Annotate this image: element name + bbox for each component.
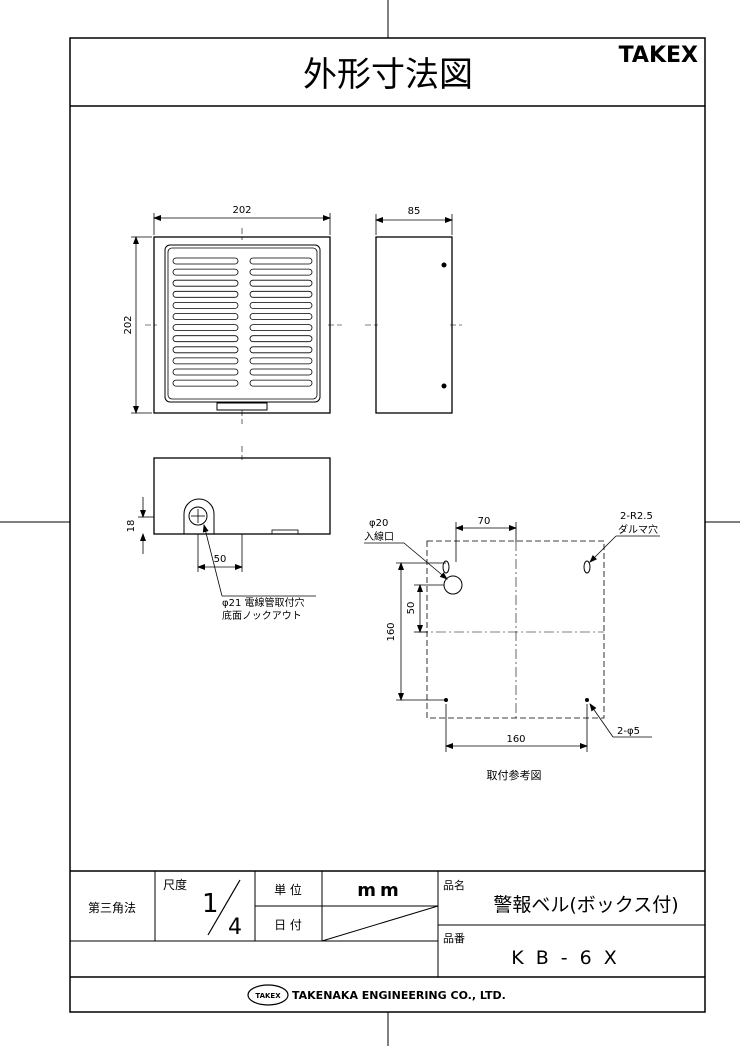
louver-slat xyxy=(172,257,239,265)
louver-slat xyxy=(249,279,313,287)
louver-slat xyxy=(249,368,313,376)
louver-slat xyxy=(249,257,313,265)
unit-value: mm xyxy=(357,880,403,901)
knockout-label: φ21 電線管取付穴 xyxy=(222,596,305,609)
product-number: KB-6X xyxy=(511,947,628,969)
dim-inlet-offset: 70 xyxy=(478,516,491,527)
scale-numerator: 1 xyxy=(202,889,219,919)
title-block xyxy=(70,870,705,978)
drawing-title: 外形寸法図 xyxy=(303,55,473,95)
louver-slat xyxy=(172,279,239,287)
projection-method: 第三角法 xyxy=(88,901,136,915)
louver-slat xyxy=(249,357,313,365)
louver-slat xyxy=(172,268,239,276)
dim-front-height: 202 xyxy=(123,315,134,334)
date-label: 日 付 xyxy=(274,918,302,932)
louver-slat xyxy=(172,368,239,376)
slot-spec: 2-R2.5 xyxy=(620,511,653,522)
louver-slat xyxy=(249,301,313,309)
front-view: 202 202 xyxy=(123,205,342,424)
louver-slat xyxy=(249,290,313,298)
bottom-view: 18 50 φ21 電線管取付穴 底面ノックアウト xyxy=(126,446,331,622)
inlet-label: 入線口 xyxy=(364,530,394,543)
hole-spec: 2-φ5 xyxy=(617,726,640,737)
dim-side-depth: 85 xyxy=(408,206,421,217)
louver-slat xyxy=(249,324,313,332)
product-number-label: 品番 xyxy=(443,932,465,945)
louver-slat xyxy=(249,346,313,354)
louver-slat xyxy=(249,335,313,343)
dim-inlet-vertical: 50 xyxy=(406,602,417,615)
company-name: TAKENAKA ENGINEERING CO., LTD. xyxy=(292,989,506,1002)
sheet-border xyxy=(69,37,706,1013)
inlet-diameter: φ20 xyxy=(369,518,388,529)
company-logo: TAKEX xyxy=(247,984,289,1006)
scale-denominator: 4 xyxy=(228,915,242,940)
mounting-reference-view: 70 φ20 入線口 2-R2.5 ダルマ穴 160 50 160 2-φ5 取… xyxy=(364,511,660,782)
louver-slat xyxy=(249,268,313,276)
unit-label: 単 位 xyxy=(274,882,302,897)
dim-bottom-height: 18 xyxy=(126,520,137,533)
slot-label: ダルマ穴 xyxy=(618,523,658,536)
knockout-sub-label: 底面ノックアウト xyxy=(222,609,302,622)
louver-slat xyxy=(172,290,239,298)
product-name-label: 品名 xyxy=(443,878,465,892)
scale-label: 尺度 xyxy=(163,877,187,892)
side-view: 85 xyxy=(365,206,462,414)
louver-slat xyxy=(172,357,239,365)
dim-front-width: 202 xyxy=(232,205,251,216)
louver-slat xyxy=(172,335,239,343)
dim-vertical-160: 160 xyxy=(386,622,397,641)
dim-bottom-offset: 50 xyxy=(214,554,227,565)
brand-logo: TAKEX xyxy=(619,43,698,68)
mounting-caption: 取付参考図 xyxy=(487,768,542,782)
louver-slat xyxy=(172,324,239,332)
louver-slat xyxy=(172,301,239,309)
louver-slat xyxy=(172,379,239,387)
louver-slat xyxy=(172,346,239,354)
louver-slat xyxy=(249,313,313,320)
louver-slat xyxy=(172,313,239,320)
dim-horizontal-160: 160 xyxy=(506,734,525,745)
company-logo-text: TAKEX xyxy=(255,992,281,1000)
louver-slat xyxy=(249,379,313,387)
product-name: 警報ベル(ボックス付) xyxy=(493,894,678,916)
